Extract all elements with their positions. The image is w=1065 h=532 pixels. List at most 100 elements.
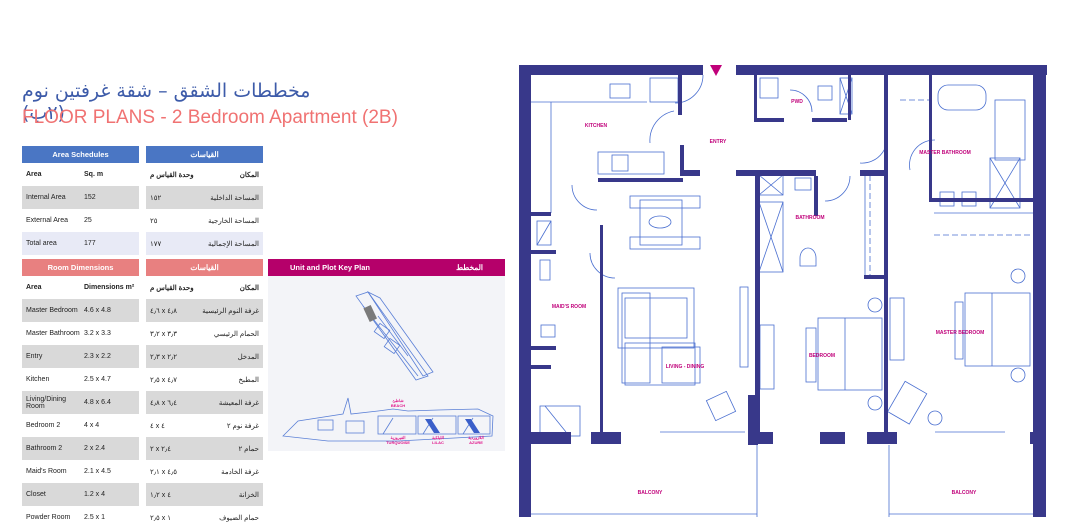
cell: Powder Room	[26, 514, 71, 521]
table-row: المدخل ٢٫٢ x ٢٫٣	[146, 345, 263, 368]
beach-label: BEACH	[391, 403, 405, 408]
cell: 1.2 x 4	[84, 491, 106, 498]
table-row: الحمام الرئيسي ٣٫٣ x ٣٫٢	[146, 322, 263, 345]
cell: 152	[84, 194, 96, 201]
key-plan-title: Unit and Plot Key Plan	[290, 263, 371, 272]
title-arabic: مخططات الشقق – شقة غرفتين نوم (٢ب)	[22, 80, 311, 124]
room-label-master-bedroom: MASTER BEDROOM	[935, 330, 985, 336]
table-header: القياسات	[146, 146, 263, 163]
cell: 4.6 x 4.8	[84, 307, 111, 314]
cell: Internal Area	[26, 194, 66, 201]
cell: غرفة المعيشة	[218, 399, 259, 407]
table-row: Closet 1.2 x 4	[22, 483, 139, 506]
cell: ٤ x ٤	[150, 422, 165, 430]
cell: غرفة النوم الرئيسية	[202, 307, 259, 315]
cell: 3.2 x 3.3	[84, 330, 111, 337]
cell: 4 x 4	[84, 422, 100, 429]
cell: Bathroom 2	[26, 445, 63, 452]
cell: المطبخ	[238, 376, 260, 384]
table-row: المساحة الإجمالية ١٧٧	[146, 232, 263, 255]
cell: Entry	[26, 353, 43, 360]
cell: غرفة الخادمة	[221, 468, 259, 476]
table-row: Internal Area 152	[22, 186, 139, 209]
turquoise-label-arabic: الفيروزية	[391, 435, 406, 441]
room-label-maids-room: MAID'S ROOM	[551, 304, 587, 310]
cell: 2.3 x 2.2	[84, 353, 111, 360]
table-row: غرفة الخادمة ٤٫٥ x ٢٫١	[146, 460, 263, 483]
room-label-entry: ENTRY	[709, 139, 727, 145]
cell: 2.5 x 4.7	[84, 376, 111, 383]
cell: ٢٫٢ x ٢٫٣	[150, 353, 177, 361]
cell: المدخل	[237, 353, 259, 361]
table-header: القياسات	[146, 259, 263, 276]
table-row: غرفة النوم الرئيسية ٤٫٨ x ٤٫٦	[146, 299, 263, 322]
lilac-label-arabic: الليلكية	[432, 435, 444, 441]
cell: 177	[84, 240, 96, 247]
table-row: Total area 177	[22, 232, 139, 255]
lilac-label: LILAC	[432, 440, 444, 445]
key-plan-panel: Unit and Plot Key Plan المخطط شاطئ BEACH …	[268, 259, 505, 451]
room-label-bathroom: BATHROOM	[795, 215, 825, 221]
table-header: Room Dimensions	[22, 259, 139, 276]
unit-highlight	[363, 304, 378, 322]
cell: 2.5 x 1	[84, 514, 106, 521]
room-label-kitchen: KITCHEN	[584, 123, 608, 129]
cell: غرفة نوم ٢	[226, 422, 259, 430]
table-row: غرفة المعيشة ٦٫٤ x ٤٫٨	[146, 391, 263, 414]
cell: ١ x ٢٫٥	[150, 514, 171, 522]
table-row: Powder Room 2.5 x 1	[22, 506, 139, 529]
cell: 2 x 2.4	[84, 445, 106, 452]
cell: الخزانة	[238, 491, 259, 499]
cell: Master Bedroom	[26, 307, 78, 314]
cell: Master Bathroom	[26, 330, 80, 337]
table-row: Entry 2.3 x 2.2	[22, 345, 139, 368]
key-plan-drawing: شاطئ BEACH الفيروزية TURQUOISE الليلكية …	[282, 290, 494, 445]
room-label-master-bathroom: MASTER BATHROOM	[919, 150, 971, 156]
door-swings	[571, 74, 936, 279]
cell: ٣٫٣ x ٣٫٢	[150, 330, 177, 338]
walls	[519, 65, 1047, 517]
turquoise-label: TURQUOISE	[386, 440, 410, 445]
cell: الحمام الرئيسي	[213, 330, 259, 338]
cell: 4.8 x 6.4	[84, 399, 111, 406]
cell: Total area	[26, 240, 57, 247]
cell: Closet	[26, 491, 46, 498]
table-row: Master Bathroom 3.2 x 3.3	[22, 322, 139, 345]
column-header: Dimensions m²	[84, 284, 135, 291]
key-plan-title-arabic: المخطط	[456, 263, 483, 272]
entrance-arrow-icon	[710, 65, 722, 76]
room-label-bedroom: BEDROOM	[808, 353, 836, 359]
table-row: Living/Dining Room 4.8 x 6.4	[22, 391, 139, 414]
column-header: Area	[26, 284, 42, 291]
cell: ٢٥	[150, 217, 158, 225]
room-dimensions-table: Room Dimensions Area Dimensions m² Master…	[22, 259, 139, 529]
cell: Living/Dining Room	[26, 395, 67, 410]
cell: المساحة الإجمالية	[208, 240, 259, 248]
column-header: المكان	[239, 284, 259, 292]
table-row: الخزانة ٤ x ١٫٢	[146, 483, 263, 506]
table-header: Area Schedules	[22, 146, 139, 163]
column-header: المكان	[239, 171, 259, 179]
furniture-lines	[531, 77, 1033, 517]
cell: ٦٫٤ x ٤٫٨	[150, 399, 177, 407]
cell: 2.1 x 4.5	[84, 468, 111, 475]
cell: المساحة الداخلية	[210, 194, 259, 202]
cell: ٤ x ١٫٢	[150, 491, 171, 499]
cell: ٤٫٥ x ٢٫١	[150, 468, 177, 476]
room-label-balcony-left: BALCONY	[637, 490, 663, 496]
room-label-balcony-right: BALCONY	[951, 490, 977, 496]
cell: ٤٫٨ x ٤٫٦	[150, 307, 177, 315]
cell: المساحة الخارجية	[208, 217, 259, 225]
azure-label: AZURE	[469, 440, 483, 445]
column-header: Sq. m	[84, 171, 104, 178]
cell: ١٧٧	[150, 240, 162, 248]
cell: 25	[84, 217, 92, 224]
